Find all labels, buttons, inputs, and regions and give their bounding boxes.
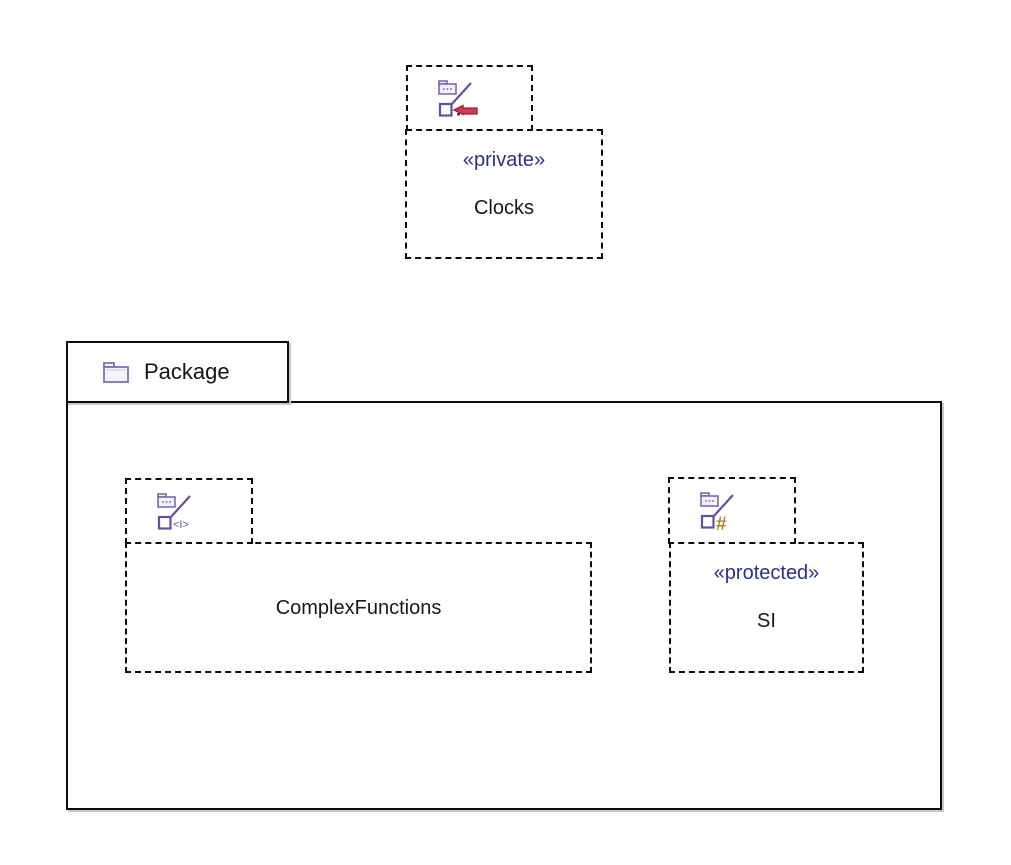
clocks-stereotype-label: «private»	[462, 149, 546, 171]
element-import-private-icon	[438, 80, 478, 117]
complex-functions-name-label: ComplexFunctions	[275, 596, 442, 619]
package-name-label: Package	[144, 359, 230, 384]
element-import-package-icon: <I>	[157, 493, 191, 531]
si-name-label: SI	[757, 610, 776, 632]
import-visibility-glyph: <I>	[173, 519, 189, 531]
private-visibility-decorator	[452, 104, 478, 116]
complex-functions-body[interactable]: ComplexFunctions	[125, 542, 592, 673]
clocks-name-label: Clocks	[473, 197, 534, 219]
clocks-element-tab[interactable]	[406, 65, 533, 131]
package-tab[interactable]: Package	[66, 341, 289, 403]
clocks-element-body[interactable]: «private» Clocks	[405, 129, 603, 259]
si-stereotype-label: «protected»	[713, 562, 820, 584]
package-folder-icon	[102, 361, 130, 384]
element-import-protected-icon: #	[700, 492, 734, 532]
si-element-tab[interactable]: #	[668, 477, 796, 544]
protected-visibility-glyph: #	[716, 514, 727, 532]
complex-functions-tab[interactable]: <I>	[125, 478, 253, 544]
si-element-body[interactable]: «protected» SI	[669, 542, 864, 673]
